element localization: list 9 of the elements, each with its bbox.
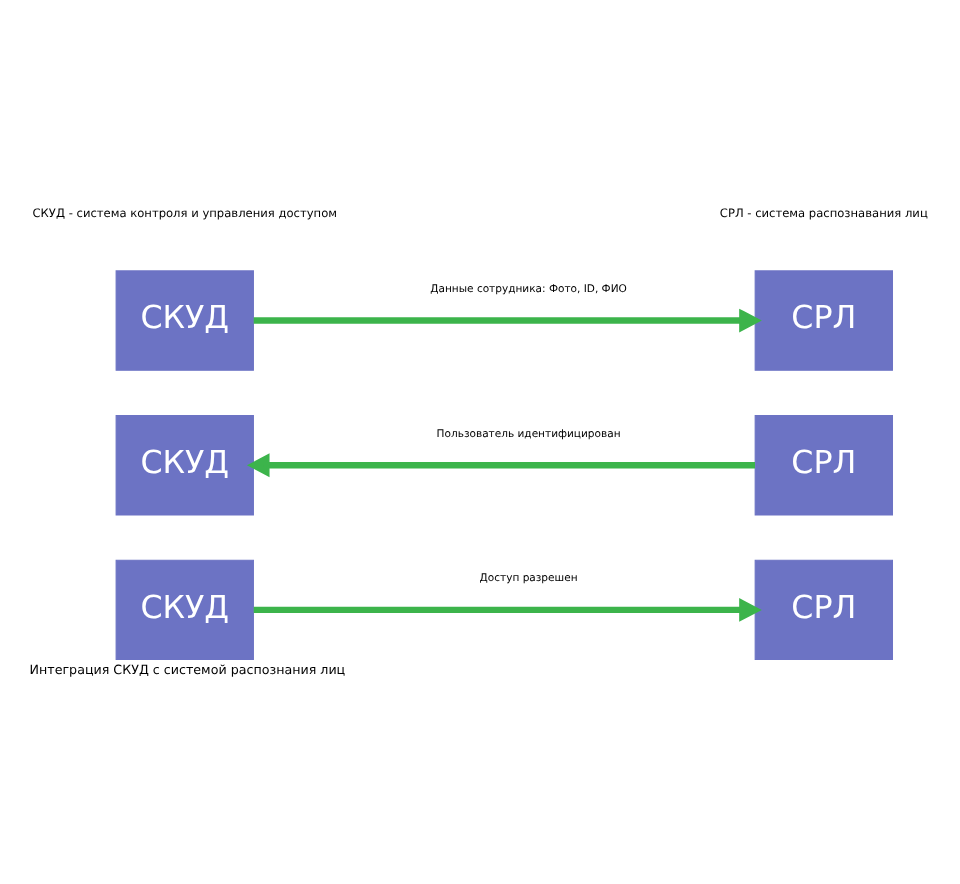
arrow <box>253 598 762 622</box>
node-box: СКУД <box>115 415 254 516</box>
node-box: СКУД <box>115 270 254 371</box>
arrow <box>253 308 762 333</box>
node-box: СРЛ <box>754 270 893 371</box>
node-box: СРЛ <box>754 415 893 516</box>
node-box: СРЛ <box>754 559 893 661</box>
node-box: СКУД <box>115 559 254 661</box>
arrow <box>246 453 755 478</box>
